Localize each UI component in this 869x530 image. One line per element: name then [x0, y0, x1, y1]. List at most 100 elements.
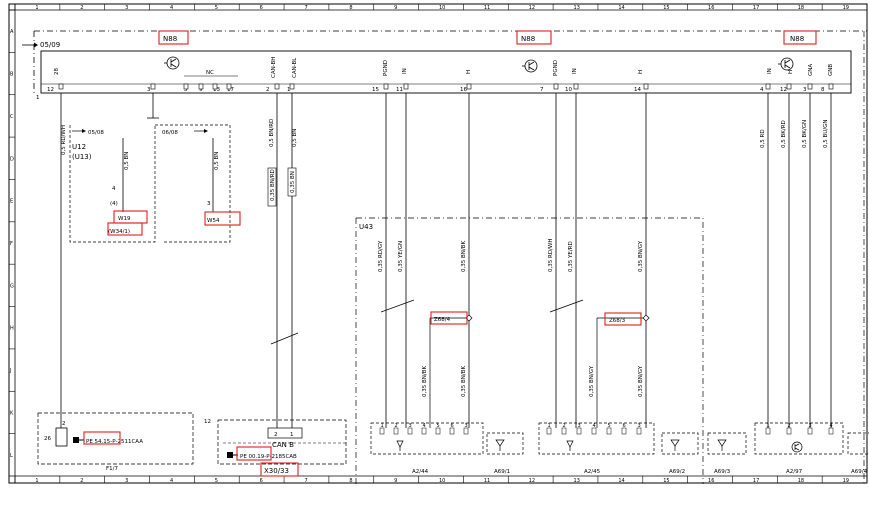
w19-label: W19 [118, 216, 131, 222]
a2-45-label: A2/45 [584, 469, 601, 475]
wire-label: 0,35 BN/BK [461, 240, 467, 272]
column-number: 3 [125, 478, 128, 484]
wire-label: 0,35 BN/GY [589, 365, 595, 397]
row-letter: H [10, 326, 14, 332]
antenna-icon-1 [495, 439, 505, 451]
pin-top-label: 28 [54, 68, 60, 75]
highlight-pe00 [236, 446, 272, 461]
connector-pin [765, 427, 771, 435]
frame-border [8, 3, 868, 484]
column-number: 5 [215, 5, 218, 11]
column-number: 12 [529, 5, 535, 11]
sleeve-box [287, 167, 297, 197]
ref-arrowhead-1 [82, 129, 86, 133]
column-number: 1 [35, 5, 38, 11]
column-number: 16 [708, 478, 714, 484]
fuse-icon [55, 427, 68, 447]
pin-3-label: 3 [207, 201, 211, 207]
column-number: 19 [843, 478, 849, 484]
pin-label: 10 [565, 87, 572, 93]
column-number: 9 [394, 478, 397, 484]
pin-terminal [807, 83, 813, 90]
antenna-icon-3 [717, 439, 727, 451]
fuse-box-f1-7 [37, 412, 194, 465]
highlight-n88-2 [516, 30, 552, 45]
wire-label: 0,5 RD [760, 129, 766, 148]
splice-node-2 [642, 314, 650, 322]
pin-terminal [553, 83, 559, 90]
u12-label: U12 [72, 143, 86, 151]
connector-pin [606, 427, 612, 435]
column-number: 18 [798, 5, 804, 11]
column-number: 16 [708, 5, 714, 11]
column-number: 19 [843, 5, 849, 11]
wire-lines [60, 93, 832, 428]
wire-label: 0,5 BN [124, 152, 130, 170]
pin-4-label: 4 [112, 186, 116, 192]
pin-top-label: H [466, 70, 472, 74]
splice-label-z68-4: Z68/4 [434, 317, 451, 323]
column-number: 4 [170, 478, 173, 484]
highlight-z68-3 [604, 312, 642, 326]
connector-pin-number: 2 [563, 423, 566, 429]
pin-label: 17 [227, 87, 234, 93]
variant-box-1 [69, 125, 156, 243]
ref-label-05-08: 05/08 [88, 130, 104, 136]
can-pin-1: 1 [290, 432, 294, 438]
pin-terminal [765, 83, 771, 90]
row-letter: B [10, 72, 14, 78]
column-number: 14 [618, 478, 624, 484]
column-number: 1 [35, 478, 38, 484]
highlight-pe54 [83, 431, 121, 445]
connector-pin [435, 427, 441, 435]
connector-pin [576, 427, 582, 435]
row-letter: E [10, 199, 13, 205]
fuse-pin-26: 26 [44, 436, 51, 442]
column-number: 6 [260, 5, 263, 11]
column-number: 10 [439, 478, 445, 484]
column-number: 6 [260, 478, 263, 484]
row-letter: D [10, 156, 14, 162]
highlight-n88-1 [158, 30, 189, 45]
u43-box [356, 217, 704, 484]
connector-pin-number: 1 [767, 423, 770, 429]
wire-label: 0,35 BN/RD [270, 169, 276, 201]
pin-terminal [274, 83, 280, 90]
column-number: 13 [574, 478, 580, 484]
pin-top-label: GNB [828, 64, 834, 76]
pin-label: 9 [199, 87, 203, 93]
row-letter: A [10, 29, 14, 35]
connector-pin-number: 4 [830, 423, 833, 429]
pin-terminal [212, 83, 218, 90]
column-number: 8 [349, 5, 352, 11]
pin-terminal [58, 83, 64, 90]
column-number: 3 [125, 5, 128, 11]
connector-pin [449, 427, 455, 435]
antenna-icon-2 [670, 439, 680, 451]
column-number: 14 [618, 5, 624, 11]
ref-arrowhead-2 [204, 129, 208, 133]
pin-terminal [573, 83, 579, 90]
pin-label: 1 [287, 87, 291, 93]
connector-pin-number: 4 [423, 423, 426, 429]
sheet-ref-arrow [22, 42, 38, 48]
pin-label: 11 [396, 87, 403, 93]
f1-7-label: F1/7 [106, 466, 119, 472]
highlight-x30 [260, 462, 299, 477]
column-number: 9 [394, 5, 397, 11]
connector-pin-number: 6 [451, 423, 454, 429]
wire-label: 0,35 RD/WH [548, 239, 554, 272]
u43-label: U43 [359, 223, 373, 231]
row-letter: G [10, 283, 14, 289]
highlight-w34 [107, 222, 143, 236]
pin-top-label: H [788, 70, 794, 74]
x-ref-12: 12 [204, 419, 211, 425]
can-pin-2: 2 [274, 432, 278, 438]
pin-terminal [183, 83, 189, 90]
module-tag-n88-1: N88 [163, 35, 177, 43]
wire-label: 0,35 BN/GY [638, 365, 644, 397]
wire-label: 0,35 BN/BK [422, 365, 428, 397]
speaker-icon-2 [566, 440, 574, 451]
